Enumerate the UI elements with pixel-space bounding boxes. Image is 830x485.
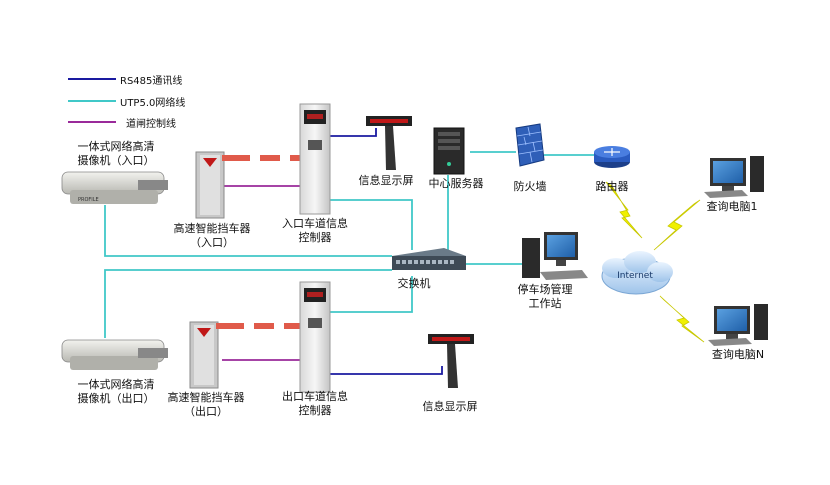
query-pc-1-label: 查询电脑1	[706, 200, 758, 213]
server-label: 中心服务器	[428, 177, 484, 190]
wireless-links	[605, 181, 705, 343]
query-pc-1-icon	[704, 156, 764, 198]
camera-out-label: 一体式网络高清摄像机（出口）	[77, 378, 155, 405]
controller-in-icon	[299, 103, 331, 215]
firewall-icon	[515, 123, 545, 167]
router-icon	[594, 146, 630, 168]
firewall-label: 防火墙	[513, 180, 547, 193]
controller-in-label: 入口车道信息控制器	[282, 217, 348, 244]
workstation-icon	[522, 232, 588, 280]
barrier-out-icon	[189, 321, 300, 389]
controller-out-label: 出口车道信息控制器	[282, 390, 348, 417]
camera-out-icon	[61, 339, 168, 370]
legend-rs485-label: RS485通讯线	[120, 76, 183, 87]
barrier-in-label: 高速智能挡车器（入口）	[173, 222, 251, 249]
query-pc-n-icon	[708, 304, 768, 346]
gate-control-lines	[222, 185, 300, 361]
query-pc-n-label: 查询电脑N	[711, 348, 765, 361]
rs485-lines	[322, 128, 443, 375]
utp-connections	[104, 151, 594, 338]
camera-in-icon: PROFILE	[61, 171, 168, 204]
legend-utp-label: UTP5.0网络线	[120, 98, 186, 109]
camera-in-label: 一体式网络高清摄像机（入口）	[77, 140, 155, 167]
display-out-label: 信息显示屏	[422, 400, 478, 413]
display-in-icon	[366, 116, 412, 170]
switch-icon	[392, 248, 466, 270]
barrier-out-label: 高速智能挡车器（出口）	[167, 391, 245, 418]
controller-out-icon	[299, 281, 331, 393]
display-in-label: 信息显示屏	[358, 174, 414, 187]
internet-cloud-icon	[601, 251, 673, 295]
switch-label: 交换机	[397, 277, 431, 290]
display-out-icon	[428, 334, 474, 388]
server-icon	[433, 127, 465, 175]
barrier-in-icon	[195, 151, 306, 219]
workstation-label: 停车场管理工作站	[517, 283, 573, 310]
router-label: 路由器	[595, 180, 629, 193]
internet-label: Internet	[617, 271, 653, 281]
svg-text:PROFILE: PROFILE	[78, 197, 99, 203]
legend-gate-label: 道闸控制线	[126, 119, 176, 130]
